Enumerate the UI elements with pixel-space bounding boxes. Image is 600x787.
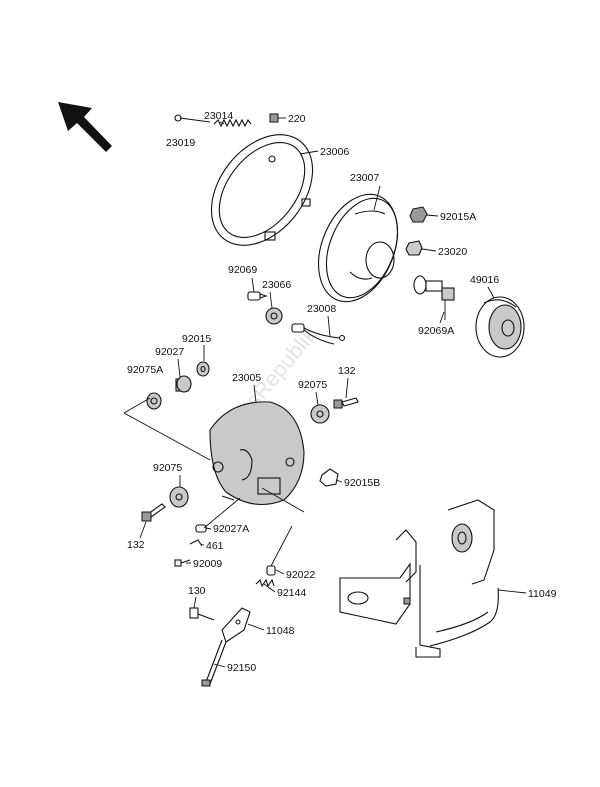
socket-23008 [291,323,346,345]
label-23005: 23005 [232,372,261,384]
label-23020: 23020 [438,246,467,258]
bracket-11048 [221,607,251,643]
label-461: 461 [206,540,224,552]
label-92075A: 92075A [127,364,163,376]
grommet-92075-right [310,404,330,424]
collar-92027A [195,524,207,533]
label-92075-left: 92075 [153,462,182,474]
collar-92027 [175,375,192,393]
label-92150: 92150 [227,662,256,674]
label-92022: 92022 [286,569,315,581]
bolt-132-left [141,503,166,522]
label-92027: 92027 [155,346,184,358]
label-92075-right: 92075 [298,379,327,391]
bracket-assembly-11049 [339,499,499,658]
label-23066: 23066 [262,279,291,291]
socket-cover-49016 [475,296,525,358]
nut-220 [269,113,279,123]
label-49016: 49016 [470,274,499,286]
spring-92144 [255,578,275,588]
label-92027A: 92027A [213,523,249,535]
bolt-132-right [333,397,359,409]
label-23019: 23019 [166,137,195,149]
label-23008: 23008 [307,303,336,315]
label-23006: 23006 [320,146,349,158]
bolt-130 [189,607,215,621]
grommet-92075A [146,392,162,410]
nut-92015 [196,361,210,377]
label-92009: 92009 [193,558,222,570]
label-92015: 92015 [182,333,211,345]
label-23007: 23007 [350,172,379,184]
bolt-92150 [201,639,227,687]
screw-23019 [174,114,211,123]
label-92144: 92144 [277,587,306,599]
bulb-92069 [247,291,268,301]
label-132-left: 132 [127,539,145,551]
label-11048: 11048 [266,625,295,637]
cap-23020 [405,240,423,256]
label-92015A: 92015A [440,211,476,223]
label-92015B: 92015B [344,477,380,489]
screw-92009 [174,559,191,567]
label-130: 130 [188,585,206,597]
label-220: 220 [288,113,306,125]
headlight-lens-23007 [318,193,399,303]
nut-92015B [319,468,339,487]
label-132-right: 132 [338,365,356,377]
label-23014: 23014 [204,110,233,122]
spring-23014 [213,118,252,128]
grommet-92075-left [169,486,189,508]
label-11049: 11049 [528,588,557,600]
headlight-housing-23005 [209,401,305,506]
headlight-rim-23006 [210,134,314,246]
nut-92015A [409,206,428,223]
spacer-92022 [266,565,276,576]
bulb-92069A [413,275,455,320]
clip-461 [189,539,203,547]
label-92069A: 92069A [418,325,454,337]
grommet-23066 [265,307,283,325]
direction-arrow-icon [58,102,112,152]
label-92069: 92069 [228,264,257,276]
